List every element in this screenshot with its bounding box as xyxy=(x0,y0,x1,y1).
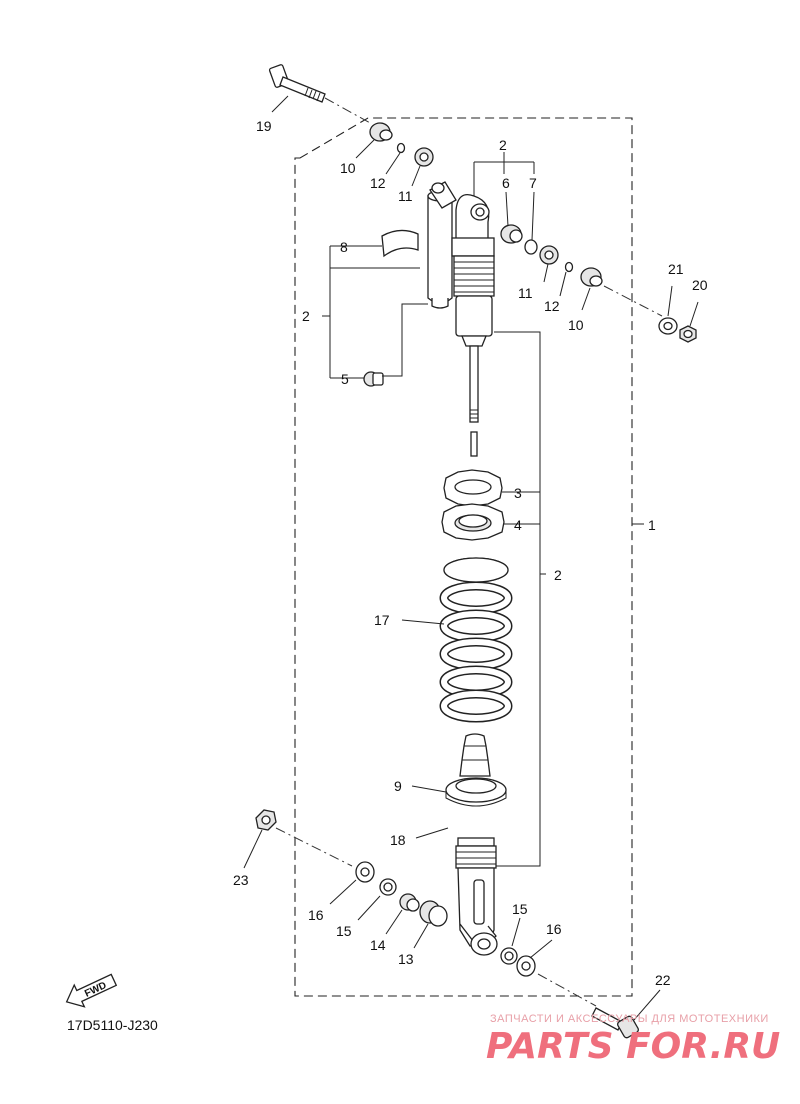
washer-21[interactable] xyxy=(658,317,678,335)
part-label-15[interactable]: 15 xyxy=(336,923,352,939)
part-label-21[interactable]: 21 xyxy=(668,261,684,277)
diagram-code: 17D5110-J230 xyxy=(67,1017,158,1033)
axis-line xyxy=(324,97,373,125)
part-label-2[interactable]: 2 xyxy=(302,308,310,324)
part-label-1[interactable]: 1 xyxy=(648,517,656,533)
part-label-14[interactable]: 14 xyxy=(370,937,386,953)
part-label-10[interactable]: 10 xyxy=(568,317,584,333)
axis-line xyxy=(537,973,597,1007)
collar-15-left[interactable] xyxy=(379,878,397,896)
spring-seat-9[interactable] xyxy=(445,777,507,807)
axis-line xyxy=(275,827,353,867)
part-label-2[interactable]: 2 xyxy=(554,567,562,583)
part-label-11[interactable]: 11 xyxy=(518,285,533,301)
nut-20[interactable] xyxy=(679,325,697,343)
leader-lines xyxy=(243,95,699,1021)
fwd-direction-badge: FWD xyxy=(65,973,118,1008)
band-8[interactable] xyxy=(381,229,419,258)
part-label-19[interactable]: 19 xyxy=(256,118,272,134)
bushing-6[interactable] xyxy=(500,224,523,244)
spring-adjuster-3[interactable] xyxy=(443,469,503,507)
part-label-22[interactable]: 22 xyxy=(655,972,671,988)
collar-14[interactable] xyxy=(399,893,420,912)
assembly-boundary xyxy=(294,117,633,997)
part-label-3[interactable]: 3 xyxy=(514,485,522,501)
part-label-12[interactable]: 12 xyxy=(370,175,386,191)
circlip-12-top[interactable] xyxy=(396,142,406,154)
watermark-brand: PARTS FOR.RU xyxy=(486,1026,780,1067)
shock-reservoir[interactable] xyxy=(427,190,453,309)
part-label-16[interactable]: 16 xyxy=(546,921,562,937)
oil-seal-11-top[interactable] xyxy=(414,147,434,167)
ring-18[interactable] xyxy=(447,812,505,836)
fwd-label: FWD xyxy=(83,980,108,1000)
oil-seal-11-right[interactable] xyxy=(539,245,559,265)
bolt-5[interactable] xyxy=(363,371,384,387)
lock-nut-4[interactable] xyxy=(441,503,505,541)
part-label-5[interactable]: 5 xyxy=(341,371,349,387)
collar-10-right[interactable] xyxy=(580,267,603,287)
bolt-19[interactable] xyxy=(268,64,326,103)
collar-10-top[interactable] xyxy=(369,122,393,142)
collar-15-right[interactable] xyxy=(500,947,518,965)
part-label-12[interactable]: 12 xyxy=(544,298,560,314)
part-label-4[interactable]: 4 xyxy=(514,517,522,533)
bolt-22[interactable] xyxy=(591,1007,639,1039)
part-label-23[interactable]: 23 xyxy=(233,872,249,888)
bearing-13[interactable] xyxy=(419,900,448,927)
spring-17[interactable] xyxy=(439,557,513,723)
part-label-2[interactable]: 2 xyxy=(499,137,507,153)
part-label-13[interactable]: 13 xyxy=(398,951,414,967)
part-label-18[interactable]: 18 xyxy=(390,832,406,848)
part-labels: 19 10 12 11 2 6 7 8 2 5 11 12 10 21 20 3… xyxy=(233,118,708,988)
nut-23[interactable] xyxy=(255,809,277,831)
piston-rod xyxy=(469,345,479,457)
part-label-15[interactable]: 15 xyxy=(512,901,528,917)
part-label-16[interactable]: 16 xyxy=(308,907,324,923)
bump-stop[interactable] xyxy=(459,733,491,777)
circlip-12-right[interactable] xyxy=(564,261,574,273)
part-label-6[interactable]: 6 xyxy=(502,175,510,191)
reservoir-upper-eye xyxy=(429,181,457,209)
watermark-tagline: ЗАПЧАСТИ И АКСЕССУАРЫ ДЛЯ МОТОТЕХНИКИ xyxy=(490,1013,769,1025)
washer-16-left[interactable] xyxy=(355,861,375,883)
part-label-8[interactable]: 8 xyxy=(340,239,348,255)
part-label-9[interactable]: 9 xyxy=(394,778,402,794)
washer-16-right[interactable] xyxy=(516,955,536,977)
part-label-20[interactable]: 20 xyxy=(692,277,708,293)
part-label-17[interactable]: 17 xyxy=(374,612,390,628)
shock-upper-body[interactable] xyxy=(451,193,495,347)
part-label-11[interactable]: 11 xyxy=(398,188,413,204)
washer-7[interactable] xyxy=(524,239,538,255)
part-label-10[interactable]: 10 xyxy=(340,160,356,176)
lower-clevis[interactable] xyxy=(455,837,498,956)
axis-line xyxy=(603,285,663,317)
part-label-7[interactable]: 7 xyxy=(529,175,537,191)
